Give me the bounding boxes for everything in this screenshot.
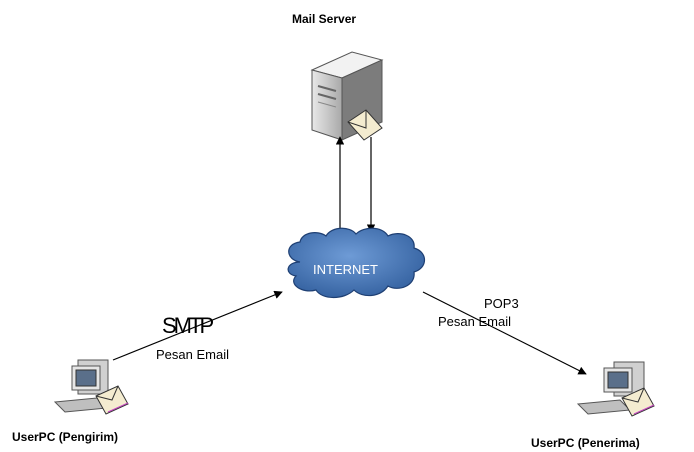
receiver-pc-icon	[576, 361, 655, 417]
sender-pc-icon	[53, 359, 129, 415]
receiver-message-label: Pesan Email	[438, 314, 511, 329]
send-arrow	[112, 290, 283, 361]
pop3-label: POP3	[484, 296, 519, 311]
internet-cloud	[287, 227, 426, 299]
smtp-label: SMTP	[162, 313, 214, 338]
envelope-icon	[347, 109, 383, 141]
internet-label: INTERNET	[313, 262, 378, 277]
mail-server-icon	[310, 51, 384, 141]
sender-pc-label: UserPC (Pengirim)	[12, 430, 119, 444]
mail-server-label: Mail Server	[292, 12, 357, 26]
receiver-pc-label: UserPC (Penerima)	[531, 436, 640, 450]
sender-message-label: Pesan Email	[156, 347, 229, 362]
receive-arrow	[422, 291, 587, 375]
